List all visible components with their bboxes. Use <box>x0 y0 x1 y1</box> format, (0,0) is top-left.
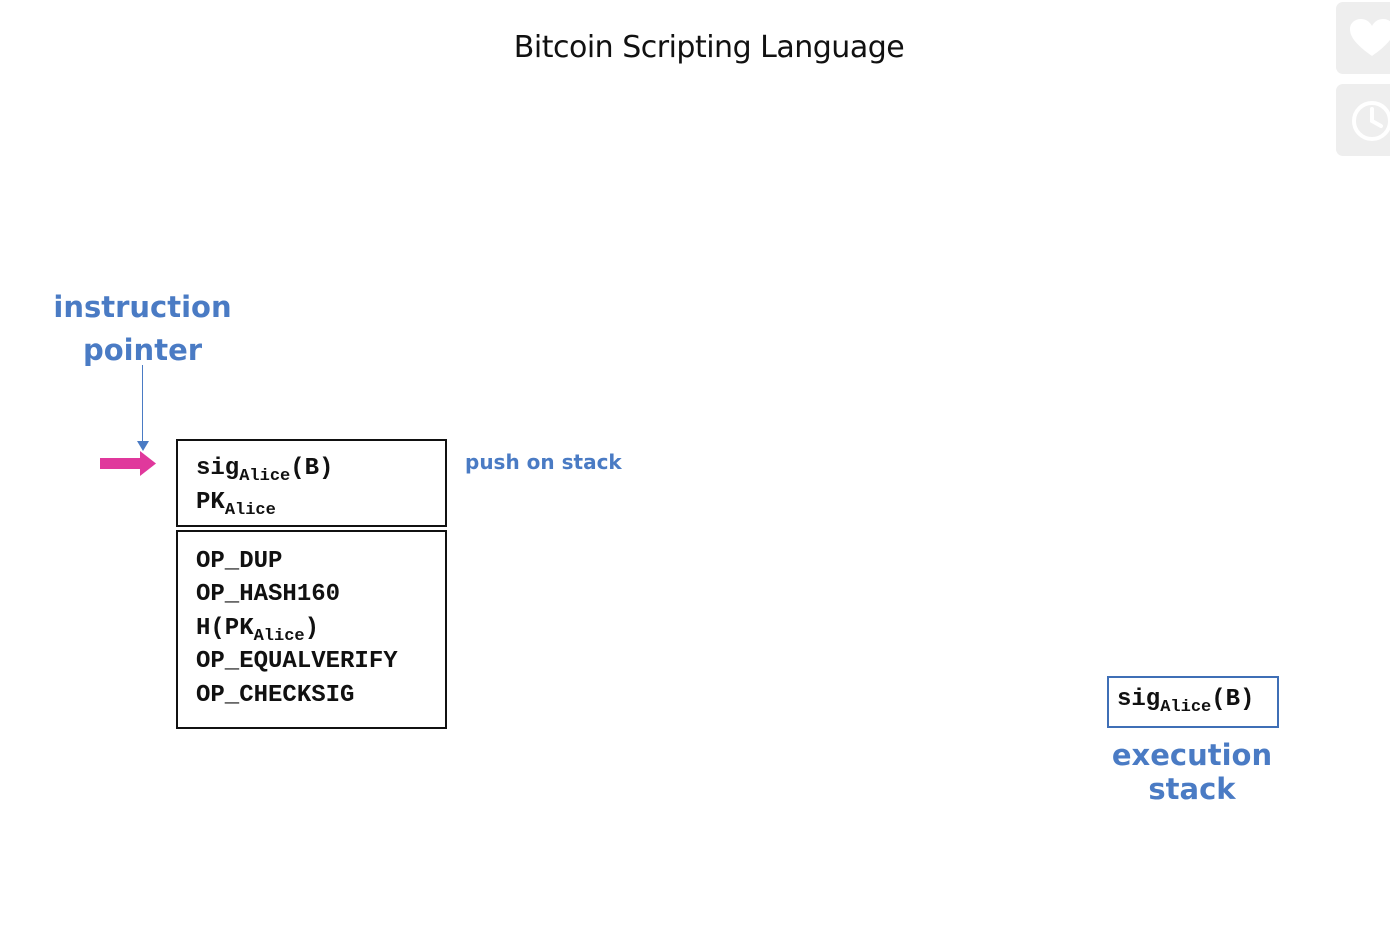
instruction-pointer-label-line2: pointer <box>82 333 203 367</box>
instruction-pointer-arrow-icon <box>100 451 156 476</box>
history-button[interactable] <box>1336 84 1390 156</box>
slide-title: Bitcoin Scripting Language <box>513 30 905 65</box>
action-label: push on stack <box>465 450 622 474</box>
instruction-pointer-label: instruction pointer <box>40 286 245 372</box>
opcode-checksig: OP_CHECKSIG <box>196 682 355 709</box>
opcode-equalverify: OP_EQUALVERIFY <box>196 648 398 675</box>
heart-icon <box>1350 19 1390 56</box>
clock-icon <box>1352 101 1390 141</box>
stack-item-signature: sigAlice(B) <box>1117 686 1255 717</box>
script-sig-line-pubkey: PKAlice <box>196 489 276 520</box>
opcode-dup: OP_DUP <box>196 548 283 575</box>
favorite-button[interactable] <box>1336 2 1390 74</box>
opcode-hash160: OP_HASH160 <box>196 581 341 608</box>
script-pubkey-box: OP_DUP OP_HASH160 H(PKAlice) OP_EQUALVER… <box>176 530 447 729</box>
execution-stack-item: sigAlice(B) <box>1107 676 1279 728</box>
execution-stack-label: execution stack <box>1111 738 1273 806</box>
instruction-pointer-connector <box>142 365 143 443</box>
opcode-pubkey-hash: H(PKAlice) <box>196 615 320 646</box>
script-sig-line-signature: sigAlice(B) <box>196 455 334 486</box>
script-sig-box: sigAlice(B) PKAlice <box>176 439 447 527</box>
instruction-pointer-arrowhead <box>137 441 149 451</box>
instruction-pointer-label-line1: instruction <box>53 290 232 324</box>
